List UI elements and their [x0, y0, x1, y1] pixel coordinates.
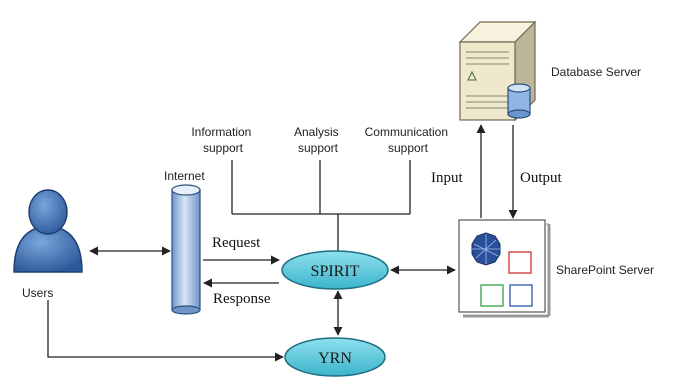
- database-server-icon: [458, 20, 537, 122]
- yrn-label: YRN: [318, 350, 352, 367]
- input-label: Input: [431, 170, 463, 186]
- analysis-support-label: Analysis support: [294, 125, 342, 155]
- request-label: Request: [212, 235, 261, 251]
- communication-support-label: Communication support: [365, 125, 452, 155]
- users-icon: [13, 189, 83, 273]
- sharepoint-server-panel: [458, 219, 551, 318]
- spirit-node: [281, 250, 389, 290]
- users-label: Users: [22, 286, 53, 300]
- users-yrn-arrow: [47, 300, 284, 362]
- green-square-icon: [480, 284, 504, 307]
- internet-label: Internet: [164, 169, 205, 183]
- information-support-label: Information support: [191, 125, 254, 155]
- response-label: Response: [213, 291, 271, 307]
- yrn-node: [284, 337, 386, 377]
- blue-square-icon: [509, 284, 533, 307]
- support-bracket: [231, 160, 411, 252]
- database-server-label: Database Server: [551, 65, 641, 79]
- sharepoint-logo-icon: [471, 232, 501, 266]
- red-square-icon: [508, 251, 532, 274]
- output-label: Output: [520, 170, 563, 186]
- internet-pipe-icon: [171, 184, 201, 315]
- spirit-label: SPIRIT: [311, 263, 360, 280]
- sharepoint-server-label: SharePoint Server: [556, 263, 654, 277]
